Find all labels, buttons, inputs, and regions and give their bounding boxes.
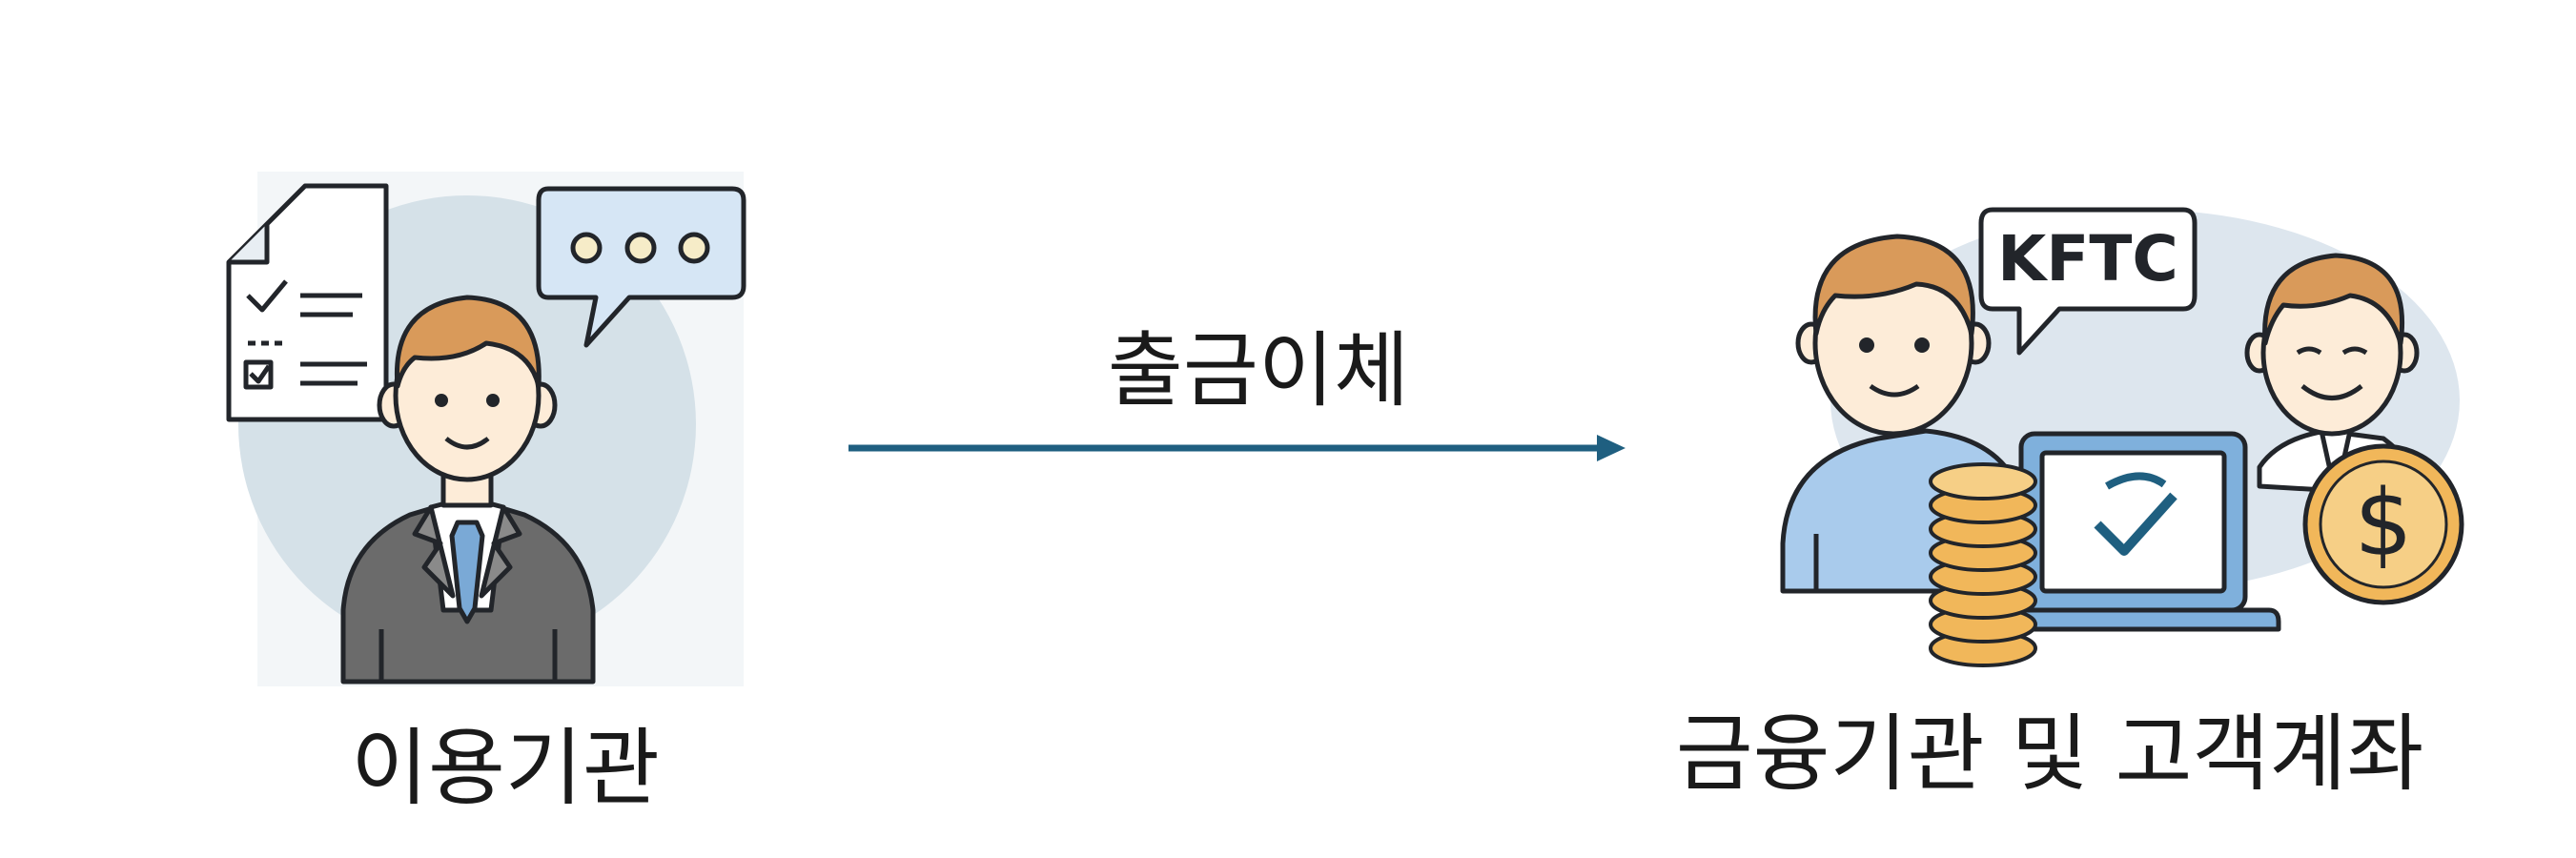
flow-arrow <box>848 435 1625 461</box>
laptop-check-icon <box>1990 431 2281 632</box>
businessman-figure <box>340 295 596 684</box>
kftc-bubble-text: KFTC <box>1997 222 2178 296</box>
coin-stack-icon <box>1929 462 2037 667</box>
user-organization-label: 이용기관 <box>351 719 660 817</box>
financial-institution-illustration: KFTC $ <box>1780 207 2464 667</box>
edge-label: 출금이체 <box>1107 323 1410 419</box>
dollar-coin-icon: $ <box>2302 443 2464 605</box>
chat-bubble-icon <box>536 186 746 348</box>
dollar-sign: $ <box>2354 470 2412 577</box>
document-checklist-icon <box>226 183 389 422</box>
kftc-bubble: KFTC <box>1978 207 2198 356</box>
user-organization-illustration <box>219 162 753 691</box>
financial-institution-label: 금융기관 및 고객계좌 <box>1675 705 2424 803</box>
